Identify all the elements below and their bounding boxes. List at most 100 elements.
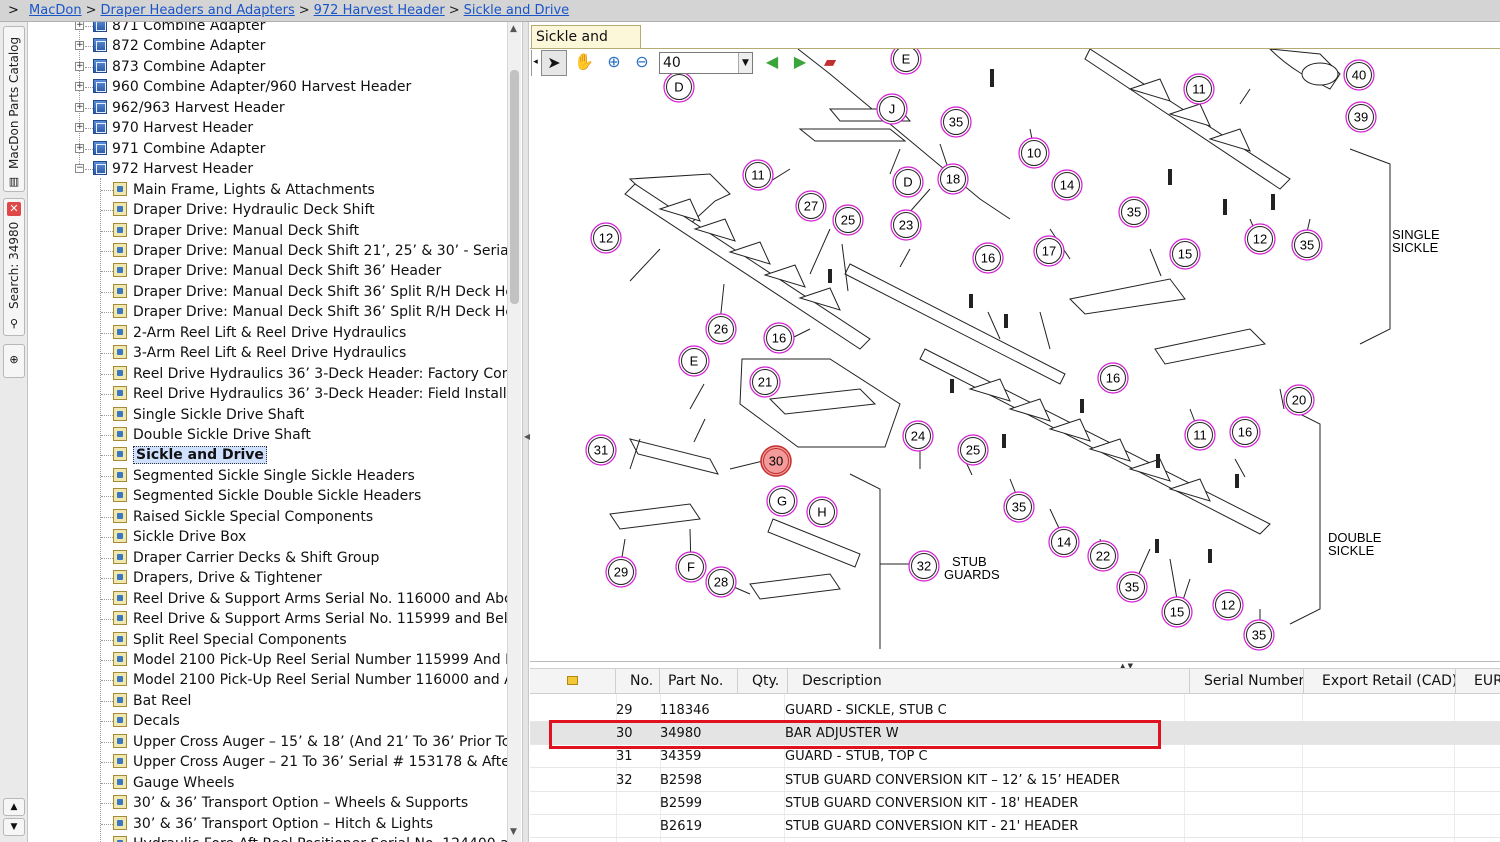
tree-expander[interactable]: + [75,101,84,112]
tree-item-page[interactable]: Upper Cross Auger – 21 To 36’ Serial # 1… [113,752,507,772]
callout-35[interactable]: 35 [1243,619,1275,651]
tree-item-page[interactable]: Reel Drive & Support Arms Serial No. 115… [113,609,507,629]
tree-expander[interactable]: + [75,40,84,51]
callout-16[interactable]: 16 [1097,362,1129,394]
callout-16[interactable]: 16 [972,242,1004,274]
tree-item-page[interactable]: Decals [113,711,180,731]
callout-20[interactable]: 20 [1283,384,1315,416]
tree-item-page[interactable]: Draper Drive: Manual Deck Shift [113,221,359,241]
callout-27[interactable]: 27 [795,190,827,222]
callout-24[interactable]: 24 [902,420,934,452]
callout-F[interactable]: F [675,551,707,583]
callout-D[interactable]: D [892,166,924,198]
tree-item-page[interactable]: Draper Drive: Manual Deck Shift 36’ Spli… [113,302,507,322]
tree-item-page[interactable]: Sickle and Drive [113,445,267,465]
breadcrumb-link-macdon[interactable]: MacDon [29,3,82,18]
zoom-out-button[interactable]: ⊖ [629,50,655,76]
callout-39[interactable]: 39 [1345,101,1377,133]
callout-15[interactable]: 15 [1161,596,1193,628]
callout-29[interactable]: 29 [605,556,637,588]
col-header-no[interactable]: No. [616,669,660,693]
callout-21[interactable]: 21 [749,366,781,398]
callout-14[interactable]: 14 [1051,169,1083,201]
tree-item-page[interactable]: Model 2100 Pick-Up Reel Serial Number 11… [113,670,507,690]
callout-E[interactable]: E [678,345,710,377]
scroll-down-button[interactable]: ▼ [3,818,25,836]
breadcrumb-link-draper-headers[interactable]: Draper Headers and Adapters [100,3,295,18]
callout-31[interactable]: 31 [585,434,617,466]
tree-item-page[interactable]: Sickle Drive Box [113,527,246,547]
callout-11[interactable]: 11 [742,159,774,191]
pan-tool-button[interactable]: ✋ [571,50,597,76]
tree-item-page[interactable]: Draper Drive: Manual Deck Shift 36’ Head… [113,261,441,281]
tree-item-page[interactable]: 2-Arm Reel Lift & Reel Drive Hydraulics [113,323,406,343]
tree-item-page[interactable]: Reel Drive Hydraulics 36’ 3-Deck Header:… [113,364,507,384]
tree-item-page[interactable]: Upper Cross Auger – 15’ & 18’ (And 21’ T… [113,732,507,752]
scroll-down-arrow[interactable]: ▼ [510,827,517,837]
tree-item-model[interactable]: 873 Combine Adapter [93,57,265,77]
zoom-in-button[interactable]: ⊕ [601,50,627,76]
callout-12[interactable]: 12 [590,222,622,254]
callout-10[interactable]: 10 [1018,137,1050,169]
callout-E[interactable]: E [890,49,922,75]
tree-expander[interactable]: + [75,122,84,133]
tree-item-page[interactable]: Draper Drive: Manual Deck Shift 21’, 25’… [113,241,507,261]
callout-40[interactable]: 40 [1343,59,1375,91]
chevron-down-icon[interactable]: ▼ [738,53,752,73]
tree-item-model[interactable]: 970 Harvest Header [93,118,253,138]
callout-11[interactable]: 11 [1183,73,1215,105]
tree-item-page[interactable]: Gauge Wheels [113,773,234,793]
tree-expander[interactable]: − [75,163,84,174]
col-header-qty[interactable]: Qty. [738,669,788,693]
tree-item-page[interactable]: 30’ & 36’ Transport Option – Hitch & Lig… [113,814,433,834]
tree-scrollbar-thumb[interactable] [510,70,519,304]
next-page-button[interactable]: ▶ [787,50,813,76]
breadcrumb-link-sickle-and-drive[interactable]: Sickle and Drive [463,3,570,18]
tree-item-page[interactable]: Drapers, Drive & Tightener [113,568,322,588]
callout-12[interactable]: 12 [1244,223,1276,255]
callout-35[interactable]: 35 [1116,571,1148,603]
callout-35[interactable]: 35 [1291,229,1323,261]
callout-15[interactable]: 15 [1169,238,1201,270]
tree-item-page[interactable]: Bat Reel [113,691,191,711]
pane-splitter[interactable]: ◀ [522,22,530,842]
tree-item-page[interactable]: Hydraulic Fore-Aft Reel Positioner Seria… [113,834,507,842]
tree-expander[interactable]: + [75,81,84,92]
tree-item-page[interactable]: Double Sickle Drive Shaft [113,425,311,445]
callout-J[interactable]: J [876,93,908,125]
callout-12[interactable]: 12 [1212,589,1244,621]
tree-item-model[interactable]: 871 Combine Adapter [93,22,265,36]
print-button[interactable]: ▰ [817,50,843,76]
tree-item-page[interactable]: Draper Drive: Manual Deck Shift 36’ Spli… [113,282,507,302]
close-icon[interactable]: ✕ [7,202,21,216]
callout-28[interactable]: 28 [705,566,737,598]
tree-item-model[interactable]: 872 Combine Adapter [93,36,265,56]
tree-scrollbar[interactable]: ▲ ▼ [507,22,521,842]
callout-H[interactable]: H [806,496,838,528]
callout-G[interactable]: G [766,485,798,517]
col-header-export-retail[interactable]: Export Retail (CAD) [1304,669,1456,693]
tree-item-page[interactable]: Draper Carrier Decks & Shift Group [113,548,379,568]
tree-item-page[interactable]: 30’ & 36’ Transport Option – Wheels & Su… [113,793,468,813]
tree-item-page[interactable]: Segmented Sickle Single Sickle Headers [113,466,415,486]
scroll-up-arrow[interactable]: ▲ [510,24,517,34]
callout-17[interactable]: 17 [1033,235,1065,267]
col-header-serial-number[interactable]: Serial Number [1190,669,1304,693]
tree-item-model[interactable]: 972 Harvest Header [93,159,253,179]
callout-35[interactable]: 35 [1118,196,1150,228]
col-header-part-no[interactable]: Part No. [660,669,738,693]
zoom-level-select[interactable]: 40▼ [659,52,753,74]
callout-18[interactable]: 18 [937,163,969,195]
tree-item-model[interactable]: 962/963 Harvest Header [93,98,285,118]
col-header-eur[interactable]: EUR [1456,669,1500,693]
callout-14[interactable]: 14 [1048,526,1080,558]
callout-D[interactable]: D [663,71,695,103]
tree-item-page[interactable]: Reel Drive & Support Arms Serial No. 116… [113,589,507,609]
